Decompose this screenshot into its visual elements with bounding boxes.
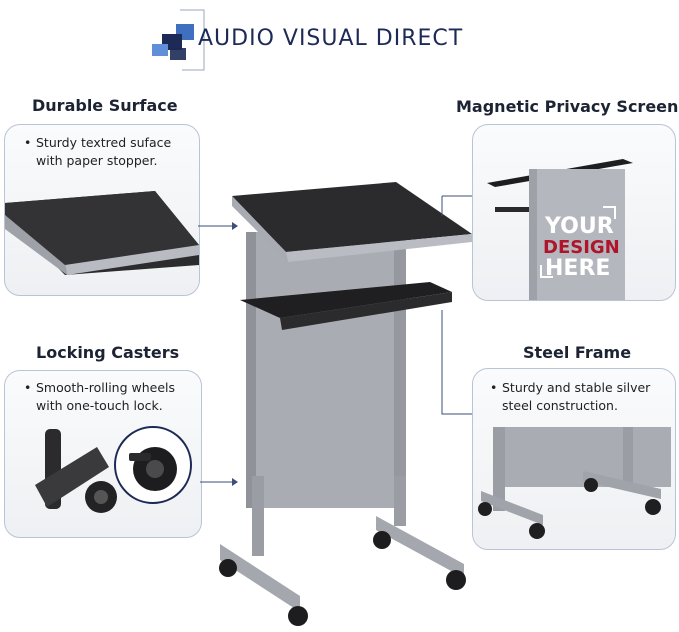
locking-casters-bullet: • Smooth-rolling wheels with one-touch l…	[24, 380, 176, 413]
magnetic-privacy-screen-title: Magnetic Privacy Screen	[456, 97, 679, 116]
caster-closeup-image	[35, 426, 192, 513]
desktop-surface-closeup-image	[5, 191, 199, 275]
privacy-screen-image: YOUR DESIGN HERE	[487, 159, 633, 300]
steel-frame-closeup-image	[478, 427, 671, 539]
durable-surface-title: Durable Surface	[32, 96, 178, 115]
panel-line-your: YOUR	[544, 214, 614, 239]
bullet-dot: •	[490, 380, 498, 395]
locking-casters-card	[4, 370, 202, 538]
steel-frame-title: Steel Frame	[523, 343, 632, 362]
steel-frame-card	[472, 368, 676, 550]
panel-line-here: HERE	[545, 256, 610, 281]
magnetic-privacy-screen-card: YOUR DESIGN HERE	[472, 124, 676, 301]
bullet-dot: •	[24, 135, 32, 150]
steel-frame-bullet: • Sturdy and stable silver steel constru…	[490, 380, 651, 413]
lectern-product-image	[219, 182, 472, 626]
bullet-dot: •	[24, 380, 32, 395]
brand-logo-icon	[152, 9, 205, 71]
durable-surface-bullet: • Sturdy textred suface with paper stopp…	[24, 135, 172, 168]
panel-line-design: DESIGN	[543, 237, 620, 258]
brand-name: AUDIO VISUAL DIRECT	[198, 26, 464, 51]
durable-surface-card	[4, 124, 200, 296]
locking-casters-title: Locking Casters	[36, 343, 180, 362]
